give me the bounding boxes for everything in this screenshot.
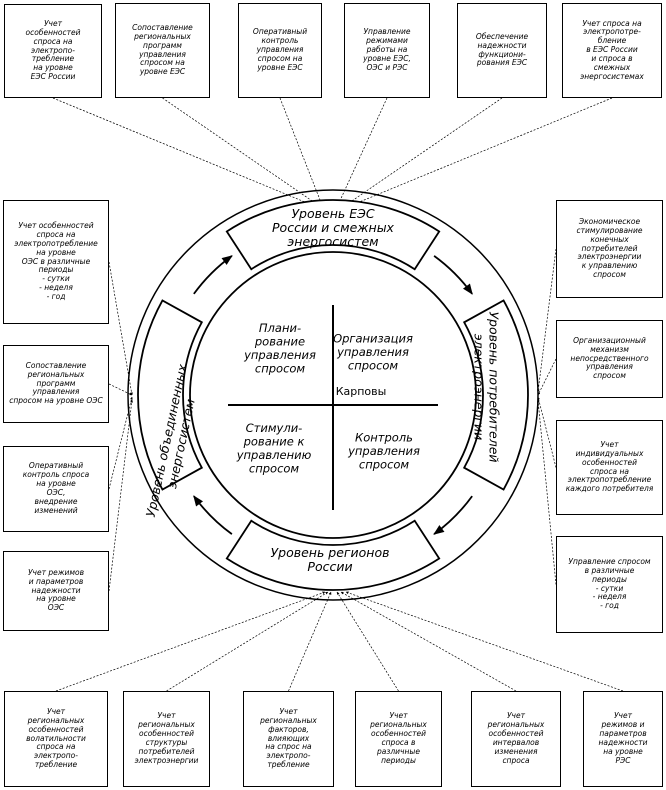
segment-top [225,199,441,271]
bottom-box-6: Учет режимов и параметров надежности на … [583,691,663,787]
center-label: Карповы [336,385,387,398]
right-box-1: Экономическое стимулирование конечных по… [556,200,663,298]
level-segments [137,199,529,591]
connector-arrow [108,261,133,396]
left-box-text: Учет особенностей спроса на электропотре… [14,221,98,301]
bottom-box-text: Учет региональных особенностей структуры… [134,711,199,765]
connector-arrow [162,97,319,206]
left-box-text: Сопоставление региональных программ упра… [9,360,103,406]
connector-arrow [537,396,557,468]
top-box-5: Обеспечение надежности функциони- ровани… [457,3,547,98]
connector-arrows [52,97,624,692]
segment-left [137,299,204,491]
connector-arrow [351,97,613,206]
top-box-text: Сопоставление региональных программ упра… [132,22,193,77]
outer-ring [127,189,539,601]
cycle-arrow-2 [433,255,473,295]
connector-arrow [52,97,313,206]
left-box-3: Оперативный контроль спроса на уровне ОЭ… [3,446,109,532]
left-box-text: Учет режимов и параметров надежности на … [27,567,85,613]
segment-bottom [225,519,441,591]
connector-arrow [166,591,329,692]
bottom-box-text: Учет региональных особенностей интервало… [487,711,545,765]
connector-arrow [279,97,323,206]
top-box-1: Учет особенностей спроса на электропо- т… [4,4,102,98]
bottom-box-3: Учет региональных факторов, влияющих на … [243,691,334,787]
connector-arrow [537,358,557,396]
right-box-text: Управление спросом в различные периоды -… [568,556,651,611]
cycle-arrow-3 [433,495,473,535]
bottom-box-text: Учет региональных особенностей волатильн… [26,707,86,770]
cycle-arrow-1 [193,255,233,295]
right-box-3: Учет индивидуальных особенностей спроса … [556,420,663,515]
top-box-text: Оперативный контроль управления спросом … [252,27,308,72]
bottom-box-5: Учет региональных особенностей интервало… [471,691,561,787]
top-box-text: Обеспечение надежности функциони- ровани… [475,31,529,68]
top-box-text: Управление режимами работы на уровне ЕЭС… [363,27,411,72]
level-right-label: Уровень потребителейэлектроэнергии [472,311,502,462]
connector-arrow [536,248,557,393]
top-box-6: Учет спроса на электропотре- бление в ЕЭ… [562,3,662,98]
right-box-2: Организационный механизм непосредственно… [556,320,663,398]
connector-arrow [288,591,332,692]
connector-arrow [55,591,326,692]
bottom-box-4: Учет региональных особенностей спроса в … [355,691,442,787]
connector-arrow [340,591,517,692]
connector-arrow [108,396,133,490]
connector-arrow [108,399,134,592]
right-box-text: Учет индивидуальных особенностей спроса … [565,439,654,494]
top-box-2: Сопоставление региональных программ упра… [115,3,210,98]
bottom-box-text: Учет региональных факторов, влияющих на … [260,707,317,770]
top-box-3: Оперативный контроль управления спросом … [238,3,322,98]
connector-arrow [345,97,503,206]
right-box-text: Организационный механизм непосредственно… [570,335,649,381]
top-box-text: Учет спроса на электропотре- бление в ЕЭ… [580,18,644,81]
connector-arrow [337,97,388,206]
left-box-4: Учет режимов и параметров надежности на … [3,551,109,631]
connector-arrow [536,399,557,585]
bottom-box-2: Учет региональных особенностей структуры… [123,691,210,787]
left-box-text: Оперативный контроль спроса на уровне ОЭ… [22,461,90,515]
bottom-box-text: Учет региональных особенностей спроса в … [370,711,427,765]
left-box-2: Сопоставление региональных программ упра… [3,345,109,423]
right-box-4: Управление спросом в различные периоды -… [556,536,663,633]
segment-right [462,299,529,491]
bottom-box-text: Учет режимов и параметров надежности на … [598,711,648,765]
cycle-arrow-4 [193,495,233,535]
right-box-text: Экономическое стимулирование конечных по… [576,217,643,280]
connector-arrow [336,591,399,692]
left-box-1: Учет особенностей спроса на электропотре… [3,200,109,324]
bottom-box-1: Учет региональных особенностей волатильн… [4,691,108,787]
top-box-4: Управление режимами работы на уровне ЕЭС… [344,3,430,98]
connector-arrow [345,591,624,692]
connector-arrow [108,383,133,396]
top-box-text: Учет особенностей спроса на электропо- т… [25,19,81,82]
